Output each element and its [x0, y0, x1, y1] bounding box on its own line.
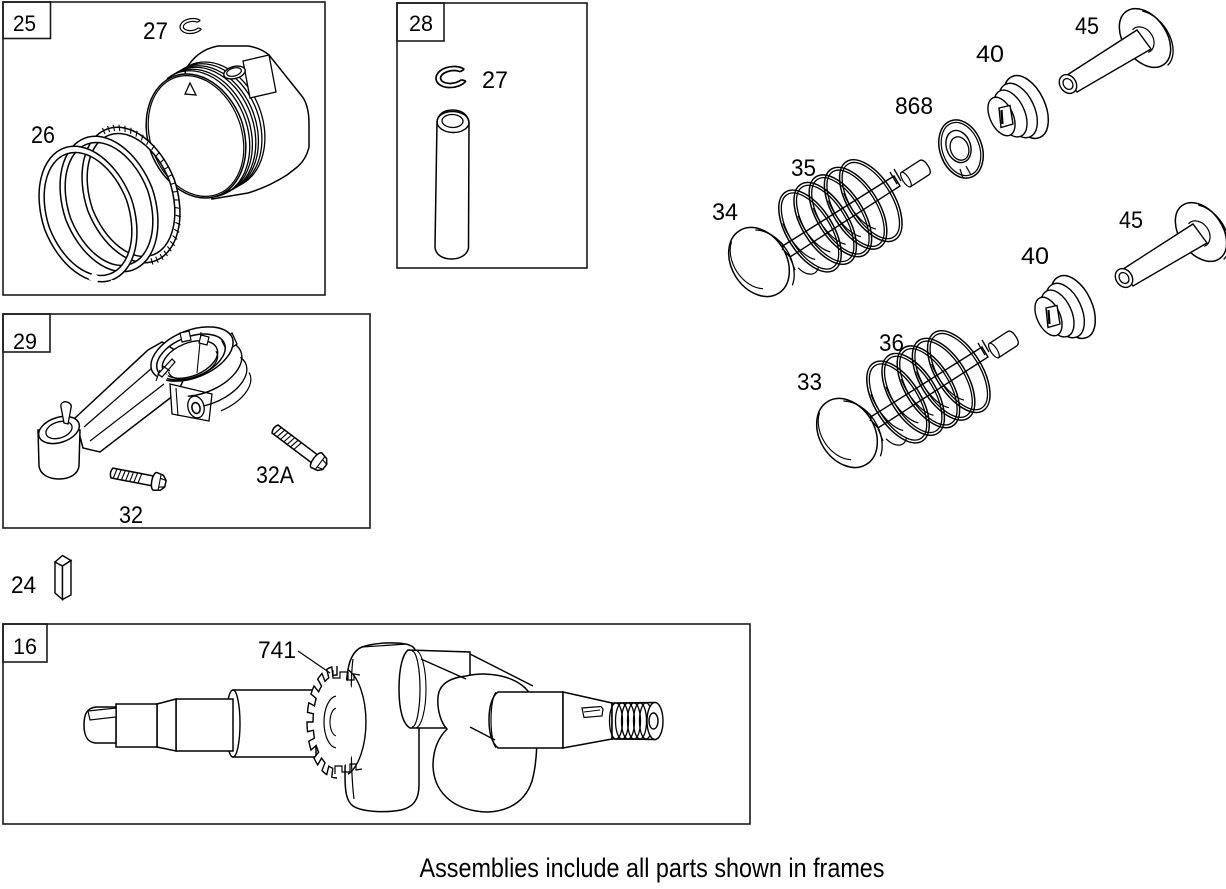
svg-text:27: 27: [482, 67, 508, 94]
svg-text:868: 868: [895, 93, 933, 120]
svg-text:45: 45: [1075, 13, 1099, 40]
svg-text:27: 27: [143, 18, 168, 45]
svg-text:16: 16: [13, 634, 37, 659]
svg-text:40: 40: [976, 41, 1004, 68]
svg-text:26: 26: [31, 122, 55, 149]
svg-text:741: 741: [258, 637, 296, 664]
svg-text:Assemblies include all parts s: Assemblies include all parts shown in fr…: [420, 853, 885, 883]
svg-text:25: 25: [13, 11, 36, 36]
svg-text:35: 35: [791, 155, 816, 182]
svg-text:36: 36: [879, 330, 904, 357]
svg-text:34: 34: [712, 199, 738, 226]
svg-text:24: 24: [11, 572, 36, 599]
svg-text:29: 29: [13, 329, 37, 354]
svg-text:33: 33: [797, 369, 822, 396]
svg-text:32A: 32A: [256, 462, 294, 489]
svg-text:40: 40: [1021, 243, 1049, 270]
svg-text:32: 32: [119, 502, 143, 529]
svg-text:28: 28: [409, 11, 433, 36]
svg-text:45: 45: [1119, 207, 1143, 234]
